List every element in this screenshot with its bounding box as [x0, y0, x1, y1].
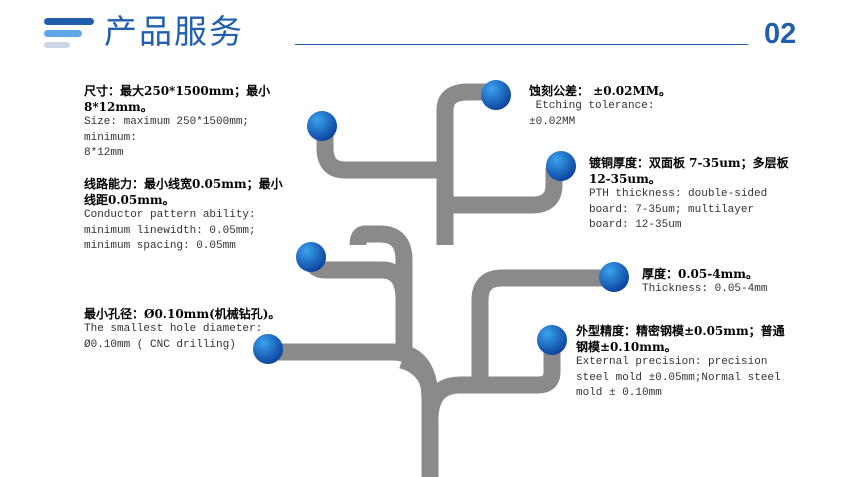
- item-external: 外型精度：精密钢模±0.05mm；普通 钢模±0.10mm。 External …: [576, 323, 796, 402]
- item-size-desc: Size: maximum 250*1500mm; minimum: 8*12m…: [84, 116, 250, 159]
- node-size-icon: [307, 111, 337, 141]
- branch-conductor: [303, 257, 413, 301]
- item-pth-desc: PTH thickness: double-sided board: 7-35u…: [589, 188, 768, 231]
- branch-pth: [445, 168, 563, 214]
- item-thickness: 厚度：0.05-4mm。 Thickness: 0.05-4mm: [642, 266, 842, 298]
- node-thickness-icon: [599, 262, 629, 292]
- item-hole: 最小孔径：Ø0.10mm(机械钻孔)。 The smallest hole di…: [84, 306, 284, 353]
- item-etching: 蚀刻公差： ±0.02MM。 Etching tolerance: ±0.02M…: [529, 83, 729, 130]
- header-divider: [295, 44, 748, 45]
- item-etching-desc: Etching tolerance: ±0.02MM: [529, 100, 655, 128]
- item-external-desc: External precision: precision steel mold…: [576, 356, 781, 399]
- item-etching-title: 蚀刻公差： ±0.02MM。: [529, 84, 672, 98]
- branch-hole: [272, 343, 439, 401]
- trunk-main: [421, 340, 561, 477]
- logo-bars-icon: [44, 18, 98, 52]
- node-conductor-icon: [296, 242, 326, 272]
- node-pth-icon: [546, 151, 576, 181]
- branch-center: [349, 225, 413, 360]
- branch-upper: [436, 83, 492, 245]
- item-external-title: 外型精度：精密钢模±0.05mm；普通 钢模±0.10mm。: [576, 324, 785, 354]
- item-thickness-title: 厚度：0.05-4mm。: [642, 267, 758, 281]
- node-hole-icon: [253, 334, 283, 364]
- item-pth-title: 镀铜厚度：双面板 7-35um；多层板 12-35um。: [589, 156, 789, 186]
- item-size: 尺寸：最大250*1500mm；最小8*12mm。 Size: maximum …: [84, 83, 304, 162]
- item-conductor-desc: Conductor pattern ability: minimum linew…: [84, 209, 256, 252]
- page-title: 产品服务: [104, 12, 244, 51]
- item-pth: 镀铜厚度：双面板 7-35um；多层板 12-35um。 PTH thickne…: [589, 155, 799, 234]
- branch-thickness: [471, 269, 610, 385]
- item-size-title: 尺寸：最大250*1500mm；最小8*12mm。: [84, 84, 271, 114]
- item-conductor: 线路能力：最小线宽0.05mm；最小 线距0.05mm。 Conductor p…: [84, 176, 284, 255]
- item-hole-title: 最小孔径：Ø0.10mm(机械钻孔)。: [84, 307, 281, 321]
- item-conductor-title: 线路能力：最小线宽0.05mm；最小 线距0.05mm。: [84, 177, 283, 207]
- item-thickness-desc: Thickness: 0.05-4mm: [642, 283, 768, 295]
- branch-size: [316, 126, 445, 179]
- item-hole-desc: The smallest hole diameter: Ø0.10mm ( CN…: [84, 323, 263, 351]
- node-external-icon: [537, 325, 567, 355]
- node-etching-icon: [481, 80, 511, 110]
- page-number: 02: [764, 18, 797, 50]
